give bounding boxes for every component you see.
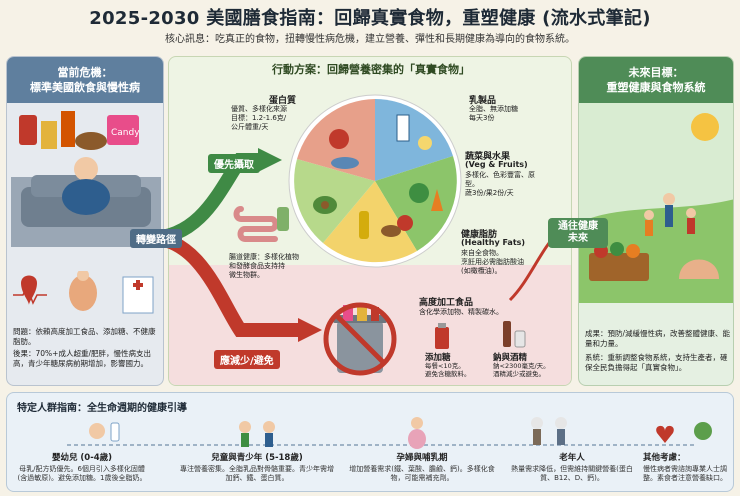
lifecycle-line (67, 417, 712, 449)
population-title: 特定人群指南：全生命週期的健康引導 (17, 403, 187, 414)
protein-title: 蛋白質 (269, 96, 297, 106)
soda-icon (435, 323, 449, 349)
svg-text:Candy: Candy (111, 128, 140, 138)
family-running-illustration (579, 103, 733, 303)
couch-junk-food-illustration: Candy (11, 111, 161, 247)
fats-title: 健康脂肪 (461, 230, 498, 240)
processed-title: 高度加工食品 (419, 298, 474, 308)
trash-no-processed-icon (323, 302, 397, 376)
disease-icons (13, 271, 154, 314)
priority-label: 優先攝取 (208, 154, 260, 173)
group-infant-title: 嬰幼兒 (0-4歲) (51, 453, 113, 463)
group-elderly-title: 老年人 (559, 453, 585, 463)
group-children-desc: 專注營養密集。全脂乳品對骨骼重要。青少年需增加鈣、鐵、蛋白質。 (180, 465, 334, 482)
crisis-panel: 當前危機： 標準美國飲食與慢性病 Candy 問題：依賴高度加工食品、添加糖、不… (6, 56, 164, 386)
group-pregnant-title: 孕婦與哺乳期 (396, 453, 448, 463)
sugar-title: 添加糖 (425, 353, 451, 363)
action-title: 行動方案：回歸營養密集的「真實食物」 (272, 63, 470, 76)
turn-path-label: 轉變路徑 (130, 229, 182, 248)
page-subtitle: 核心訊息：吃真正的食物，扭轉慢性病危機，建立營養、彈性和長期健康為導向的食物系統… (165, 34, 575, 45)
real-food-plate (288, 94, 462, 268)
processed-desc: 含化學添加物、精製碳水。 (419, 308, 503, 316)
system-text: 系統：重新調整食物系統，支持生產者，確保全民負擔得起「真實食物」。 (585, 353, 728, 372)
outcome-text: 成果：預防/減緩慢性病，改善整體健康、能量和力量。 (585, 329, 731, 348)
group-other-desc: 慢性病者需諮詢專業人士調整。素食者注意營養缺口。 (643, 465, 727, 482)
goal-header: 未來目標： 重塑健康與食物系統 (579, 57, 733, 103)
reduce-label: 應減少/避免 (214, 350, 280, 369)
protein-desc: 優質、多樣化來源 目標：1.2-1.6克/公斤體重/天 (231, 105, 287, 131)
page-title: 2025-2030 美國膳食指南：回歸真實食物，重塑健康 (流水式筆記) (89, 8, 651, 29)
gate-label: 通往健康 未來 (548, 218, 608, 248)
goal-title-line1: 未來目標： (628, 66, 684, 79)
group-infant-desc: 母乳/配方奶優先。6個月引入多樣化固體(含過敏原)。避免添加糖。1歲後全脂奶。 (17, 465, 147, 482)
group-other: 其他考慮： 慢性病者需諮詢專業人士調整。素食者注意營養缺口。 (643, 451, 731, 483)
group-elderly: 老年人 熱量需求降低，但需維持關鍵營養(蛋白質、B12、D、鈣)。 (507, 451, 637, 483)
fats-title-en: (Healthy Fats) (461, 238, 526, 247)
group-pregnant-desc: 增加營養需求(鐵、葉酸、膽鹼、鈣)。多樣化食物，可能需補充劑。 (349, 465, 495, 482)
consequence-text: 後果：70%+成人超重/肥胖，慢性病支出高，青少年糖尿病前期增加，影響國力。 (13, 349, 151, 368)
dairy-title: 乳製品 (469, 96, 497, 106)
veg-title-en: (Veg & Fruits) (465, 160, 528, 169)
gut-desc: 腸道健康：多樣化植物 和發酵食品支持持 微生物群。 (229, 253, 299, 279)
crisis-header: 當前危機： 標準美國飲食與慢性病 (7, 57, 163, 103)
crisis-title-line1: 當前危機： (57, 66, 113, 79)
sugar-desc: 每餐<10克。 避免含糖飲料。 (425, 362, 471, 378)
population-guide: 特定人群指南：全生命週期的健康引導 嬰幼兒 (0-4歲) 母乳/配方奶優先。6個… (6, 392, 734, 492)
veg-desc: 多樣化、色彩豐富、原型。 蔬3份/果2份/天 (465, 171, 535, 197)
veg-title: 蔬菜與水果 (465, 152, 511, 162)
group-children-title: 兒童與青少年 (5-18歲) (211, 453, 303, 463)
group-other-title: 其他考慮： (643, 453, 686, 463)
goal-title-line2: 重塑健康與食物系統 (606, 81, 706, 94)
gut-icon (233, 206, 289, 242)
group-children: 兒童與青少年 (5-18歲) 專注營養密集。全脂乳品對骨骼重要。青少年需增加鈣、… (177, 451, 337, 483)
sodium-desc: 鈉<2300毫克/天。 酒精減少或避免。 (493, 362, 550, 378)
dairy-desc: 全脂、無添加糖 每天3份 (469, 105, 518, 122)
sodium-title: 鈉與酒精 (493, 353, 528, 363)
fats-desc: 來自全食物。 烹飪用必需脂肪酸油 (如橄欖油)。 (461, 249, 524, 275)
crisis-title-line2: 標準美國飲食與慢性病 (30, 81, 140, 94)
wine-salt-icon (503, 321, 526, 348)
group-elderly-desc: 熱量需求降低，但需維持關鍵營養(蛋白質、B12、D、鈣)。 (511, 465, 633, 482)
problem-text: 問題：依賴高度加工食品、添加糖、不健康脂肪。 (13, 327, 156, 346)
group-infant: 嬰幼兒 (0-4歲) 母乳/配方奶優先。6個月引入多樣化固體(含過敏原)。避免添… (17, 451, 147, 483)
group-pregnant: 孕婦與哺乳期 增加營養需求(鐵、葉酸、膽鹼、鈣)。多樣化食物，可能需補充劑。 (347, 451, 497, 483)
